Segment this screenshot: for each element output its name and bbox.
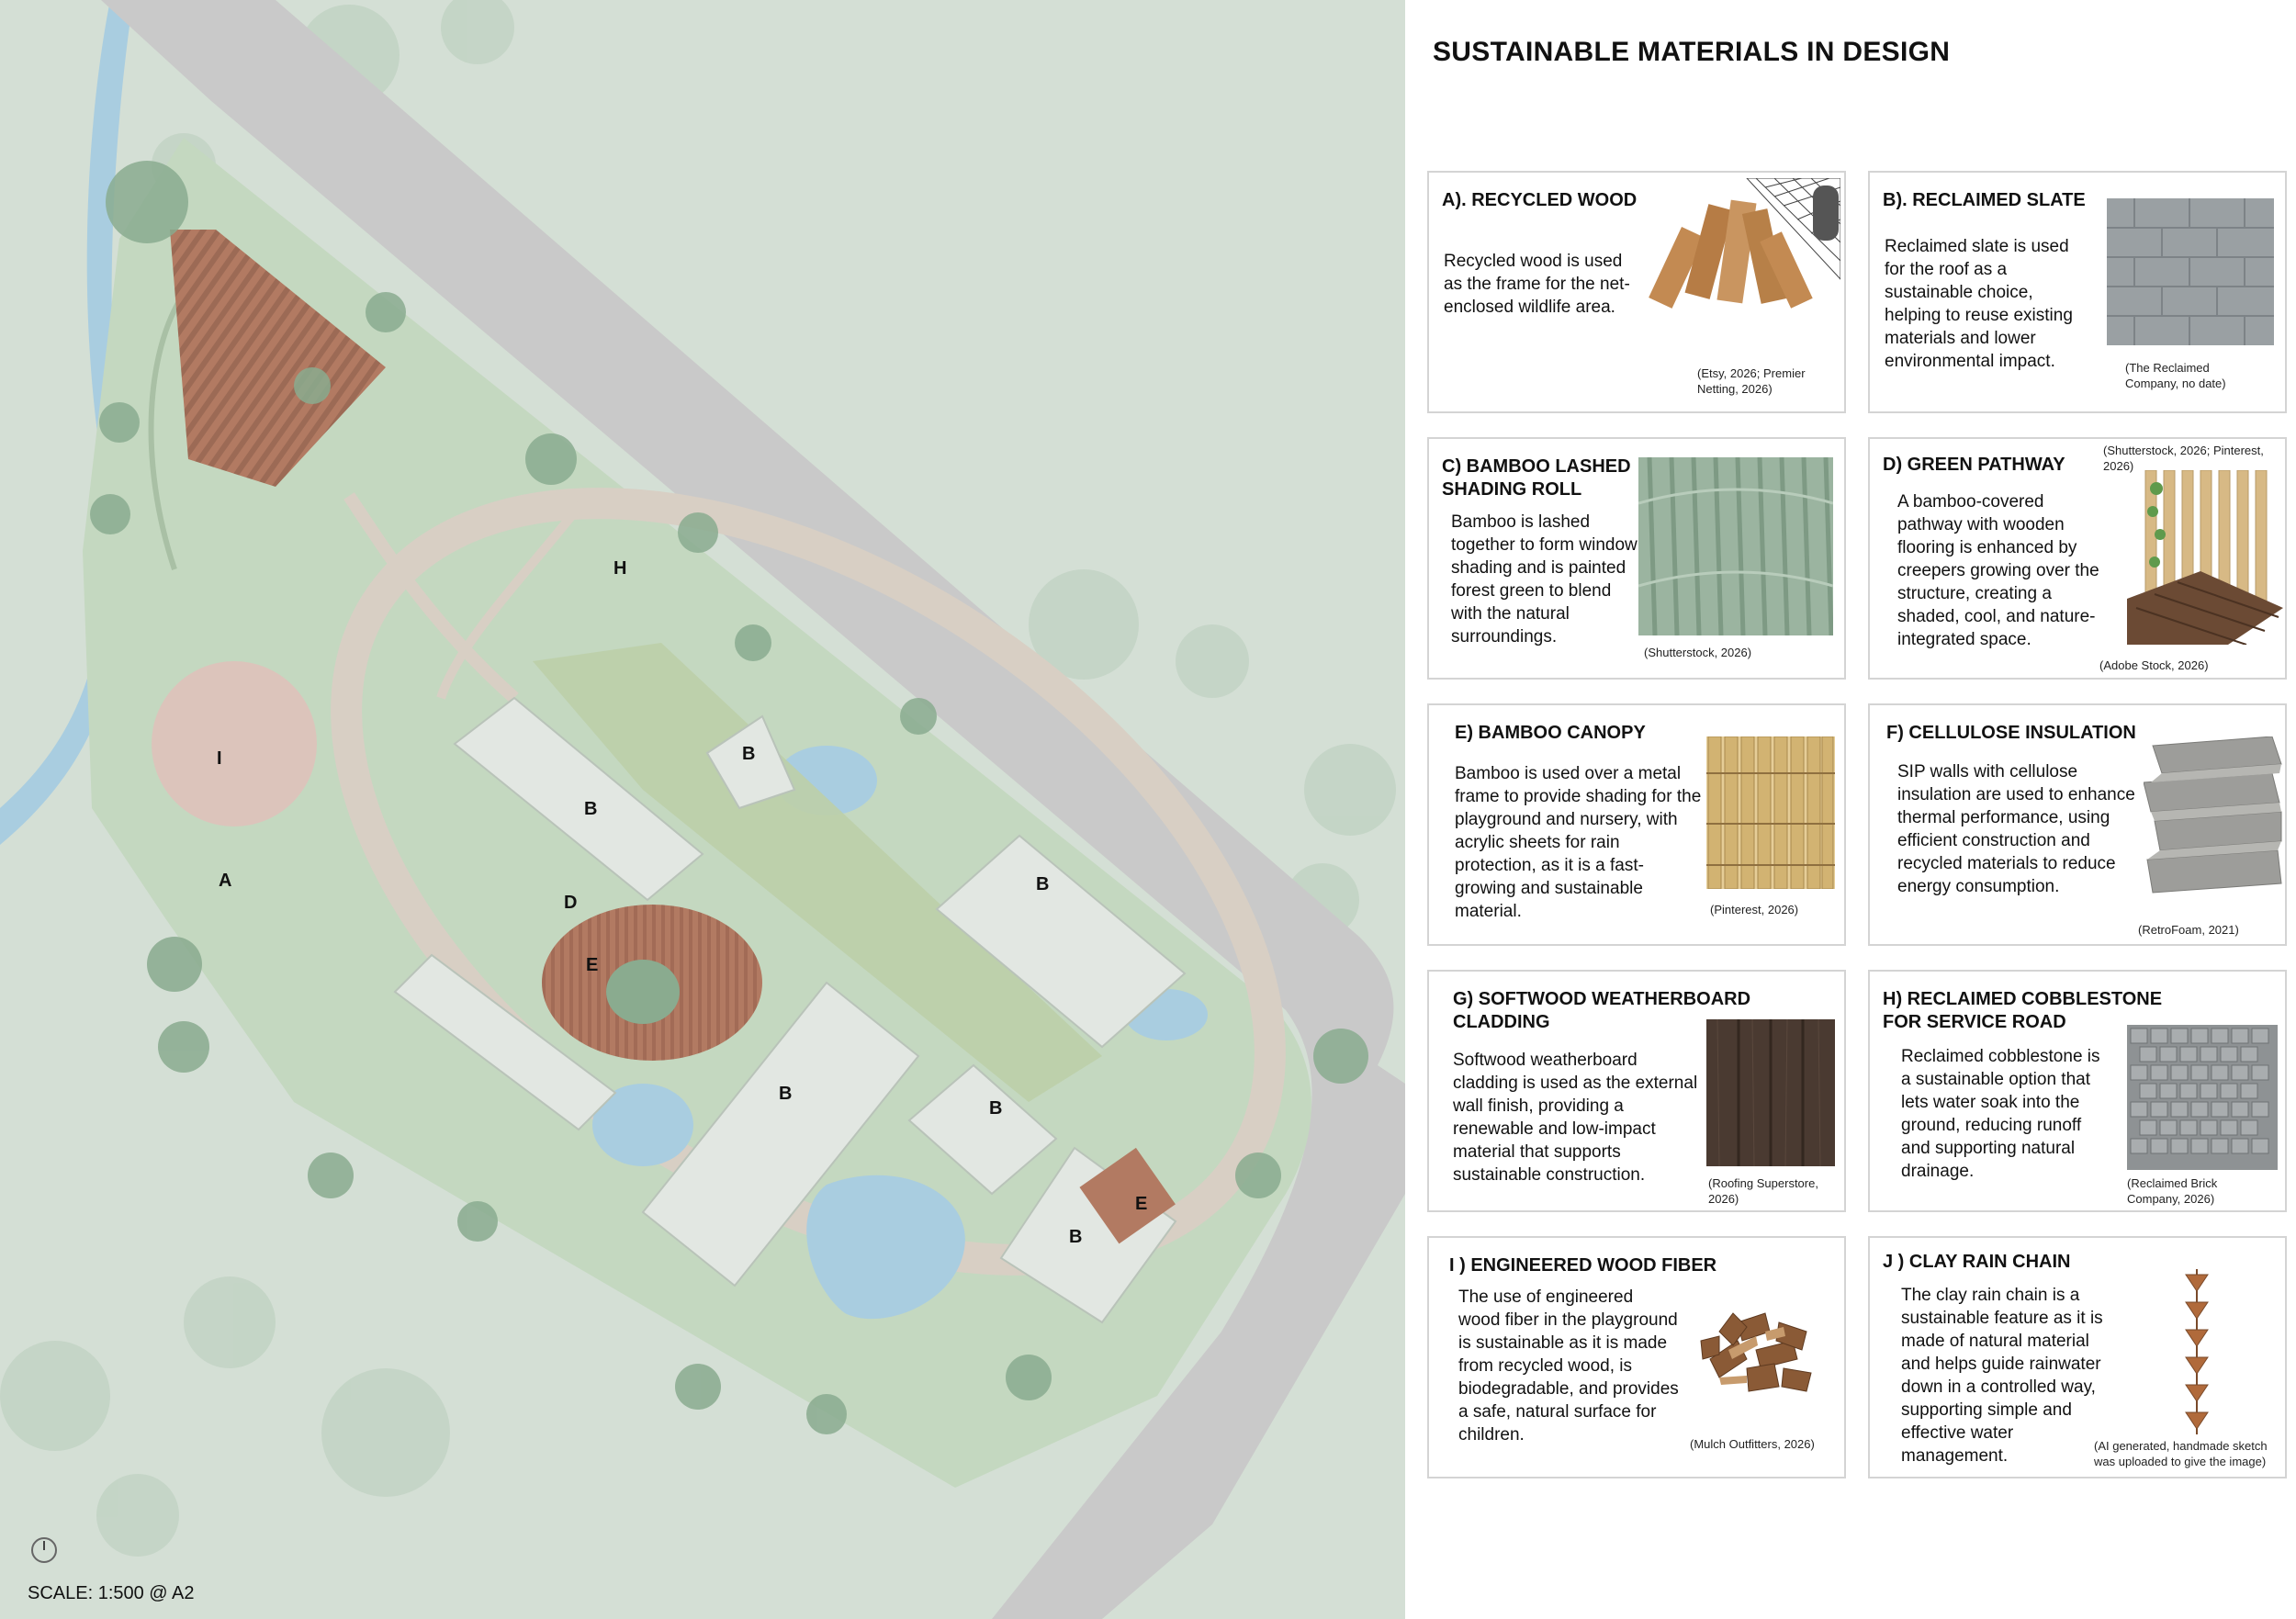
card-softwood-cladding: G) SOFTWOOD WEATHERBOARD CLADDING Softwo… <box>1427 970 1846 1212</box>
rain-chain-icon <box>2185 1269 2209 1434</box>
bamboo-roll-icon <box>1638 457 1833 635</box>
card-citation: (Etsy, 2026; Premier Netting, 2026) <box>1697 366 1806 396</box>
card-citation: (Mulch Outfitters, 2026) <box>1690 1437 1815 1451</box>
map-label-i: I <box>217 748 222 769</box>
weatherboard-icon <box>1706 1019 1835 1166</box>
card-description: The clay rain chain is a sustainable fea… <box>1901 1286 2103 1466</box>
pond-3 <box>592 1084 693 1166</box>
outer-trees <box>0 0 1396 1557</box>
card-citation: (Shutterstock, 2026) <box>1644 646 1752 659</box>
card-description: A bamboo-covered pathway with wooden flo… <box>1897 492 2099 649</box>
card-description: Reclaimed slate is used for the roof as … <box>1885 237 2073 371</box>
map-label-h: H <box>613 558 627 579</box>
trees <box>90 161 1368 1434</box>
card-citation: (Adobe Stock, 2026) <box>2099 658 2209 672</box>
insulation-panels-icon <box>2144 736 2282 894</box>
card-citation: (Roofing Superstore, 2026) <box>1708 1176 1818 1206</box>
central-garden <box>533 643 1102 1102</box>
card-citation-top: (Shutterstock, 2026; Pinterest, 2026) <box>2103 444 2264 473</box>
card-title: D) GREEN PATHWAY <box>1883 455 2065 475</box>
playground-circle <box>152 661 317 826</box>
card-clay-rain-chain: J ) CLAY RAIN CHAIN The clay rain chain … <box>1868 1236 2287 1478</box>
card-description: SIP walls with cellulose insulation are … <box>1897 762 2135 896</box>
card-description: Softwood weatherboard cladding is used a… <box>1453 1051 1698 1185</box>
allotment-beds <box>170 230 386 487</box>
cobblestone-icon <box>2127 1025 2278 1170</box>
card-description: Bamboo is used over a metal frame to pro… <box>1455 764 1702 921</box>
card-citation: (The Reclaimed Company, no date) <box>2125 361 2226 390</box>
scale-label: SCALE: 1:500 @ A2 <box>28 1583 195 1603</box>
map-label-e1: E <box>586 955 599 975</box>
card-reclaimed-slate: B). RECLAIMED SLATE Reclaimed slate is u… <box>1868 171 2287 413</box>
map-label-e2: E <box>1135 1194 1148 1214</box>
card-title: C) BAMBOO LASHED SHADING ROLL <box>1442 456 1631 500</box>
materials-panel: SUSTAINABLE MATERIALS IN DESIGN A). RECY… <box>1405 0 2296 1619</box>
bamboo-poles-icon <box>1706 736 1835 889</box>
card-description: Reclaimed cobblestone is a sustainable o… <box>1901 1047 2100 1181</box>
card-description: Recycled wood is used as the frame for t… <box>1444 252 1630 317</box>
card-citation: (AI generated, handmade sketch was uploa… <box>2094 1439 2268 1468</box>
map-label-b3: B <box>1036 874 1050 894</box>
card-title: G) SOFTWOOD WEATHERBOARD CLADDING <box>1453 989 1751 1032</box>
bamboo-walkway-icon <box>2127 470 2283 645</box>
card-title: H) RECLAIMED COBBLESTONE FOR SERVICE ROA… <box>1883 989 2163 1032</box>
card-bamboo-canopy: E) BAMBOO CANOPY Bamboo is used over a m… <box>1427 703 1846 946</box>
card-citation: (Pinterest, 2026) <box>1710 903 1799 916</box>
card-title: I ) ENGINEERED WOOD FIBER <box>1449 1255 1717 1276</box>
slate-tiles-icon <box>2107 198 2274 345</box>
pond-4 <box>806 1175 965 1320</box>
map-label-a: A <box>219 871 232 891</box>
site-plan: H B B B B B B I A D E E SCALE: 1:500 @ A… <box>0 0 1405 1619</box>
card-reclaimed-cobblestone: H) RECLAIMED COBBLESTONE FOR SERVICE ROA… <box>1868 970 2287 1212</box>
map-label-b6: B <box>1069 1227 1083 1247</box>
bamboo-canopy-square <box>1079 1147 1176 1244</box>
panel-title: SUSTAINABLE MATERIALS IN DESIGN <box>1433 37 1951 67</box>
map-label-b4: B <box>779 1084 793 1104</box>
map-label-b5: B <box>989 1098 1003 1119</box>
main-road <box>101 0 1405 1619</box>
map-label-d: D <box>564 893 578 913</box>
map-label-b2: B <box>584 799 598 819</box>
card-description: Bamboo is lashed together to form window… <box>1451 512 1638 646</box>
card-recycled-wood: A). RECYCLED WOOD Recycled wood is used … <box>1427 171 1846 413</box>
card-citation: (Reclaimed Brick Company, 2026) <box>2127 1176 2218 1206</box>
card-cellulose-insulation: F) CELLULOSE INSULATION SIP walls with c… <box>1868 703 2287 946</box>
card-description: The use of engineered wood fiber in the … <box>1458 1287 1679 1445</box>
north-arrow-icon <box>31 1537 57 1563</box>
wood-chips-icon <box>1700 1312 1812 1392</box>
timber-net-icon <box>1649 178 1840 309</box>
card-green-pathway: D) GREEN PATHWAY A bamboo-covered pathwa… <box>1868 437 2287 680</box>
card-title: F) CELLULOSE INSULATION <box>1886 723 2136 743</box>
card-title: E) BAMBOO CANOPY <box>1455 723 1646 743</box>
card-title: J ) CLAY RAIN CHAIN <box>1883 1252 2071 1272</box>
card-title: A). RECYCLED WOOD <box>1442 190 1638 210</box>
card-bamboo-shading-roll: C) BAMBOO LASHED SHADING ROLL Bamboo is … <box>1427 437 1846 680</box>
card-engineered-wood-fiber: I ) ENGINEERED WOOD FIBER The use of eng… <box>1427 1236 1846 1478</box>
site-plan-drawing <box>0 0 1405 1619</box>
map-label-b1: B <box>742 744 756 764</box>
card-citation: (RetroFoam, 2021) <box>2138 923 2239 937</box>
card-title: B). RECLAIMED SLATE <box>1883 190 2086 210</box>
